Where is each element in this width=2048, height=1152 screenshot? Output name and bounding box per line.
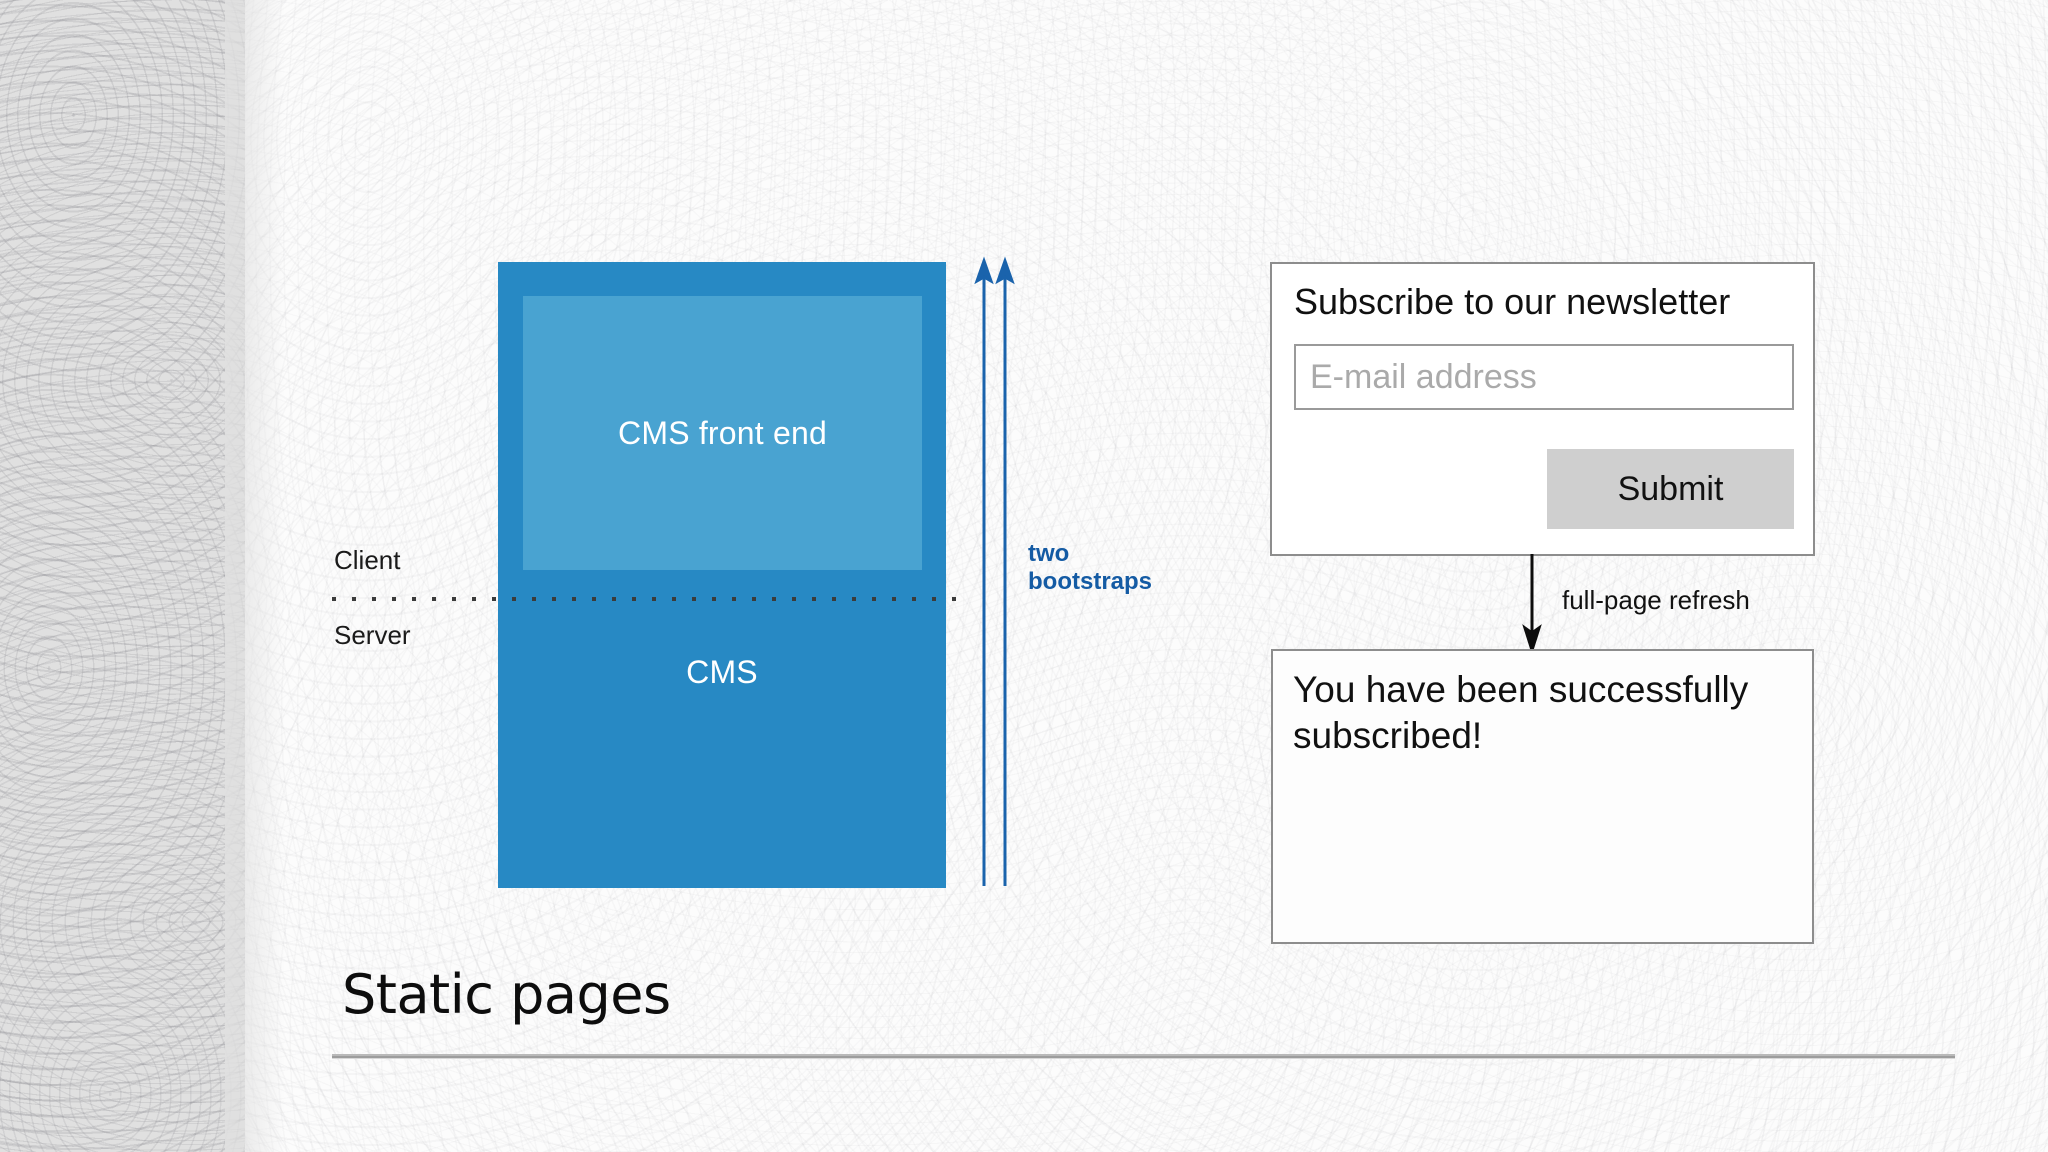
cms-frontend-label: CMS front end [618,415,827,451]
title-underline-rule [332,1054,1955,1059]
client-server-dotted-divider [332,597,972,601]
page-title: Static pages [342,963,671,1026]
full-page-refresh-arrow [1522,554,1542,652]
two-bootstraps-line-2: bootstraps [1028,567,1153,595]
subscription-success-message: You have been successfully subscribed! [1293,669,1749,756]
two-bootstraps-line-1: two [1028,540,1070,567]
subscription-success-panel: You have been successfully subscribed! [1271,649,1814,944]
bootstrap-arrow-head-1 [974,256,994,285]
email-address-input[interactable] [1294,344,1794,410]
background-left-gray-strip [0,0,245,1152]
two-bootstraps-arrows [974,256,1015,886]
cms-server-label: CMS [686,654,758,690]
server-label: Server [334,620,411,650]
refresh-arrow-head [1522,624,1542,652]
full-page-refresh-label: full-page refresh [1562,585,1750,615]
newsletter-heading: Subscribe to our newsletter [1294,281,1731,322]
cms-frontend-block: CMS front end [523,296,922,570]
newsletter-form-panel: Subscribe to our newsletter Submit [1270,262,1815,556]
background-strip-fade [225,0,285,1152]
submit-button[interactable]: Submit [1547,449,1794,529]
client-label: Client [334,545,401,575]
bootstrap-arrow-head-2 [995,256,1015,285]
two-bootstraps-label: two bootstraps [1028,540,1208,596]
